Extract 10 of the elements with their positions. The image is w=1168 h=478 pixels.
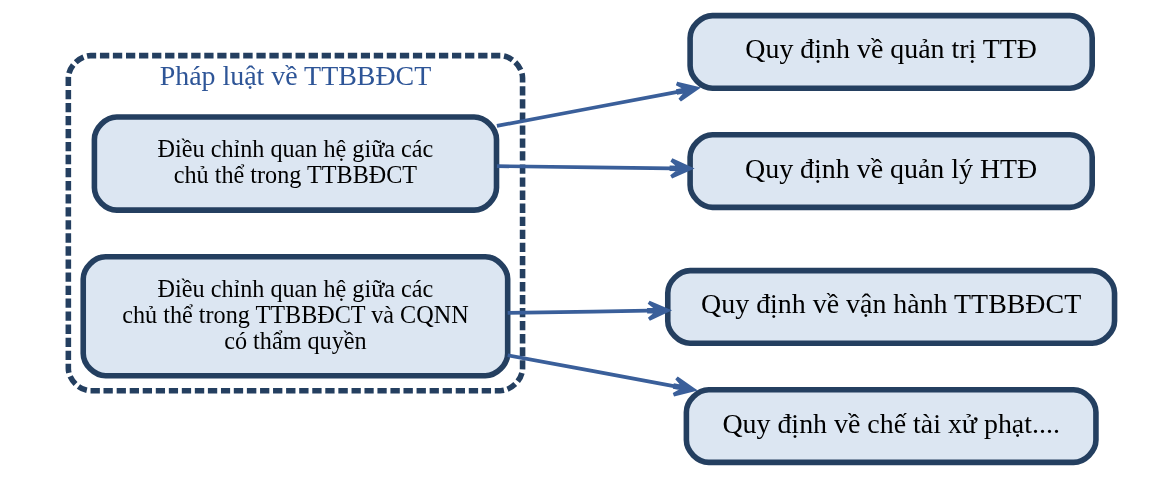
arrow (507, 353, 696, 397)
node-box: Quy định về quản lý HTĐ (687, 131, 1095, 211)
arrow (507, 300, 670, 321)
node-box: Quy định về vận hành TTBBĐCT (665, 267, 1118, 347)
arrow (496, 81, 699, 128)
node-box: Điều chỉnh quan hệ giữa các chủ thể trong TTBBĐCT và CQNN có thẩm quyền (80, 253, 511, 379)
arrow (496, 158, 692, 179)
node-box: Quy định về chế tài xử phạt.... (683, 387, 1099, 466)
node-box: Điều chỉnh quan hệ giữa các chủ thể trong TTBBĐCT (91, 114, 500, 213)
node-box: Quy định về quản trị TTĐ (687, 12, 1095, 91)
